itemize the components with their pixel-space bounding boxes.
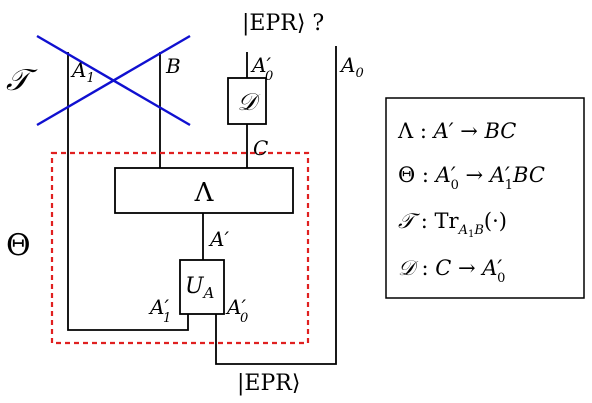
lambda-box (114, 167, 294, 214)
theta-side-label: Θ (6, 228, 31, 263)
top-epr-label: |EPR⟩ ? (242, 11, 324, 36)
legend-item-d: 𝒟 : C → A′0 (398, 256, 505, 286)
wire-a0p-bottom (215, 46, 337, 365)
b-top-label: B (165, 54, 181, 78)
theta-dashed-box (50, 151, 310, 345)
a0p-top-label: A′0 (250, 53, 273, 84)
lambda-label: Λ (194, 178, 215, 208)
ua-label: UA (185, 274, 215, 302)
trace-cross (36, 34, 191, 127)
bottom-epr-label: |EPR⟩ (237, 371, 300, 396)
a0p-bottom-label: A′0 (225, 295, 248, 326)
ua-box (179, 259, 225, 315)
d-box (227, 77, 267, 125)
t-side-label: 𝒯 (6, 63, 38, 98)
wire-a1 (67, 52, 189, 331)
legend-box (385, 97, 585, 299)
cross-line-2 (36, 34, 191, 127)
legend-item-t: 𝒯 : TrA1B(·) (398, 209, 507, 240)
legend-item-theta: Θ : A′0 → A′1BC (398, 163, 545, 193)
a1p-bottom-label: A′1 (148, 295, 171, 326)
a0-right-label: A0 (339, 53, 364, 81)
legend-item-lambda: Λ : A′ → BC (397, 119, 516, 143)
c-wire-label: C (253, 136, 268, 160)
wires (67, 46, 337, 365)
a1-top-label: A1 (70, 58, 95, 86)
a-prime-wire-label: A′ (208, 227, 229, 251)
